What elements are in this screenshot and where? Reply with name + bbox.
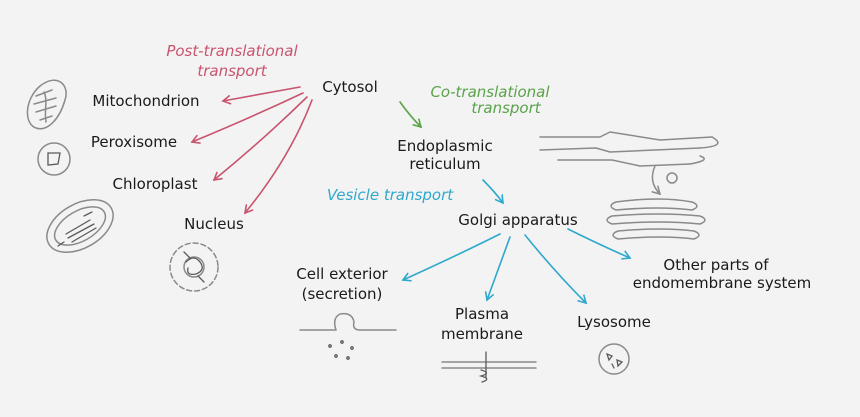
arrow-cytosol-to-chloroplast [212,96,308,182]
arrow-golgi-to-lysosome [524,234,588,305]
er-label-line1: Endoplasmic [397,137,492,155]
cell-exterior-label-line1: Cell exterior [296,265,388,283]
co-translational-label-line1: Co-translational [430,83,550,101]
arrow-cytosol-to-er [399,101,423,129]
golgi-label: Golgi apparatus [458,211,578,229]
lysosome-label: Lysosome [577,313,651,331]
arrow-cytosol-to-mitochondrion [221,86,301,105]
other-parts-label-line2: endomembrane system [633,274,812,292]
nucleus-label: Nucleus [184,215,244,233]
arrow-golgi-to-other-parts [567,228,632,260]
arrow-er-to-golgi [482,179,504,205]
vesicle-transport-label: Vesicle transport [327,186,454,204]
plasma-membrane-label-line1: Plasma [455,305,509,323]
arrow-cytosol-to-nucleus [243,99,313,215]
cytosol-label: Cytosol [322,78,378,96]
golgi-icon [606,198,706,240]
plasma-membrane-label-line2: membrane [441,325,523,343]
peroxisome-label: Peroxisome [91,133,177,151]
chloroplast-icon [46,199,114,253]
mitochondrion-icon [26,79,67,130]
post-translational-label-line1: Post-translational [166,42,298,60]
mitochondrion-label: Mitochondrion [92,92,199,110]
chloroplast-label: Chloroplast [113,175,198,193]
post-translational-label-line2: transport [197,62,267,80]
arrow-golgi-to-plasma-membrane [484,236,511,302]
lysosome-icon [598,343,630,375]
er-label-line2: reticulum [409,155,480,173]
er-icon [539,131,719,196]
cell-exterior-label-line2: (secretion) [302,285,383,303]
peroxisome-icon [37,142,71,176]
other-parts-label-line1: Other parts of [663,256,769,274]
secretion-icon [299,312,397,360]
nucleus-icon [169,242,219,292]
membrane-protein-icon [441,351,537,383]
arrow-cytosol-to-peroxisome [190,92,304,144]
arrow-golgi-to-cell-exterior [401,233,501,282]
co-translational-label-line2: transport [471,99,541,117]
